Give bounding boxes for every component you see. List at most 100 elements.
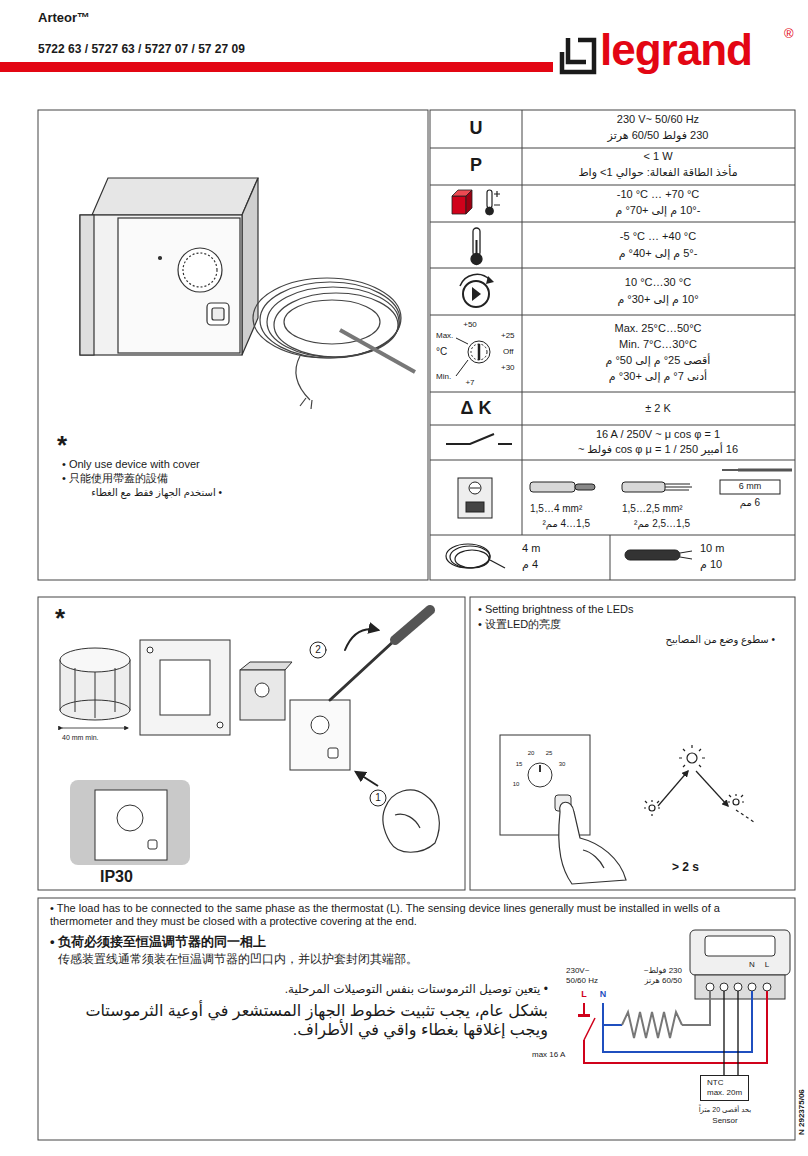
strip-length-icon [722,469,738,471]
table-grid [610,535,611,580]
sensor-wire [724,991,738,1075]
sensor-cable [253,278,415,409]
cable-section-icon [530,482,692,492]
load-element [622,1012,682,1038]
wall-mounted-thermostat [70,780,190,865]
sensor-cable [300,398,312,409]
sensor-box: NTCmax. 20m [700,1075,749,1101]
spec-symbol: P [470,155,482,177]
thermostat-device [212,308,224,320]
spec-value: < 1 W [643,150,672,163]
cable-length: 10 m [700,542,724,555]
screwdriver [395,610,430,640]
knob-label: +50 [463,320,477,330]
probe-cable-icon [625,550,680,560]
mounting-frame [140,640,230,735]
storage-temperature-icon [494,191,500,205]
sensor-cable [340,330,415,372]
hand [356,772,439,852]
knob-icon [456,338,490,376]
strip-length: 6 مم [740,497,760,509]
cable-length: 4 m [522,542,540,555]
mounting-frame [160,660,210,715]
neutral-wire [603,991,752,1052]
cable-section-icon [575,484,595,490]
thermostat-device [207,303,229,325]
knob-label: +7 [465,378,474,388]
cover-plate [311,716,329,734]
terminal-label: N [749,960,755,970]
thermostat-faceplate [539,765,541,772]
knob-label: Min. [436,372,451,382]
strip-length-icon [720,480,780,494]
panel-frame [38,597,465,890]
knob-icon [456,360,468,376]
thermometer-icon [476,240,478,256]
thermometer-icon [471,228,482,265]
wall-mounted-thermostat [117,805,143,831]
table-grid [430,392,795,393]
spec-value: 10° م إلى +30° م [617,293,698,306]
screwdriver [310,610,430,700]
note-text: • 设置LED的亮度 [478,618,561,631]
brightness-diagram [644,745,754,822]
knob-label: Max. [436,331,453,341]
hand [356,772,378,786]
wiring-device [695,975,785,999]
sensor-cable [253,278,401,358]
cable-length: 4 م [522,558,538,571]
mechanism [255,683,269,697]
neutral-label: N [600,989,607,1000]
brightness-diagram [658,771,688,806]
load-element [682,991,710,1025]
brightness-diagram [687,753,697,763]
panel-frame [38,898,795,1140]
wall-mounted-thermostat [95,790,167,860]
spec-value: 16 أمبير 250 / 1 = cos φ μ فولط ~ [578,443,738,456]
table-grid [430,268,795,269]
spec-value: -10 °C … +70 °C [617,188,699,201]
mounting-box [60,648,130,720]
logo-mark [562,38,594,72]
terminal-icon [466,502,484,512]
header-bar [0,62,553,72]
table-grid [430,222,795,223]
terminal-icon [458,478,492,518]
panel-frame [38,110,428,580]
table-grid [430,185,795,186]
cable-coil-icon [446,544,490,568]
brightness-diagram [733,799,739,805]
wiring-device [705,936,775,956]
thermostat-device [118,218,240,353]
cable-section-icon [622,482,665,492]
setting-dial-icon [460,274,494,307]
phase-wire [584,991,767,1063]
note-text: • استخدم الجهاز فقط مع الغطاء [91,487,222,499]
finger [559,802,626,884]
dimension-line [62,728,128,729]
dial-number: 30 [559,761,566,768]
brightness-diagram [679,745,705,767]
terminal-icon [470,488,480,489]
terminal-icon [469,482,481,494]
dial-number: 15 [516,761,523,768]
cable-section-icon [530,482,575,492]
note-text: • Only use device with cover [62,458,200,471]
thermostat-faceplate [500,735,590,835]
strip-length: 6 mm [739,481,762,492]
note-text: • The load has to be connected to the sa… [50,902,785,928]
spec-value: Min. 7°C…30°C [619,338,697,351]
storage-temperature-icon [452,190,500,215]
wall-mounted-thermostat [148,840,157,849]
terminal-label: L [765,960,769,970]
hand [383,790,439,852]
wiring-device [690,930,790,999]
storage-temperature-icon [487,190,492,208]
load-element [622,991,710,1038]
supply-label: 50/60 Hz [566,976,598,986]
dimension-line [62,728,128,729]
spec-value: أدنى 7° م إلى +30° م [609,370,707,383]
note-text: • Setting brightness of the LEDs [478,603,634,616]
brightness-diagram [728,794,744,802]
mounting-frame [140,640,230,735]
